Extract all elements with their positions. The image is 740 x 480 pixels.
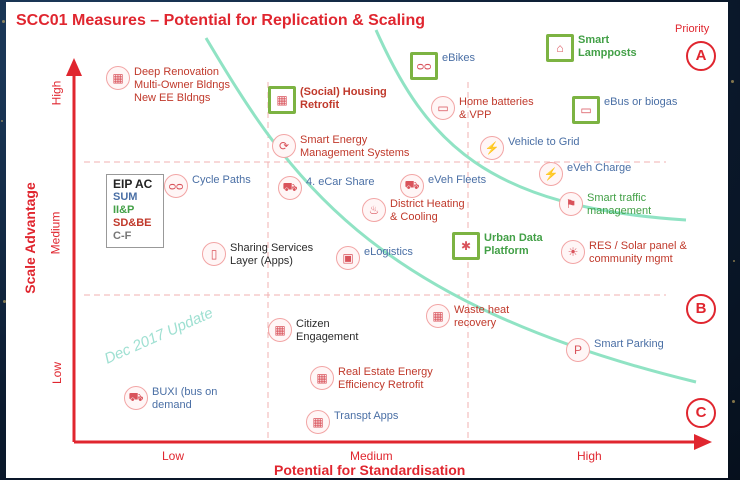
measure-item: ⚡ eVeh Charge: [539, 162, 631, 186]
priority-curve-a: [374, 29, 687, 222]
y-tick-medium: Medium: [48, 211, 63, 255]
buxi-icon: ⛟: [124, 386, 148, 410]
housing-icon: ▦: [268, 86, 296, 114]
measure-item: ⛟ eVeh Fleets: [400, 174, 486, 198]
lamppost-icon: ⌂: [546, 34, 574, 62]
measure-item: ⌂Smart Lampposts: [546, 34, 637, 62]
measure-label: Smart Energy Management Systems: [300, 134, 410, 159]
district-heating-icon: ♨: [362, 198, 386, 222]
measure-item: ▭ eBus or biogas: [572, 96, 677, 124]
car-share-icon: ⛟: [278, 176, 302, 200]
measure-label: Smart traffic management: [587, 192, 652, 217]
bus-icon: ▭: [572, 96, 600, 124]
apps-icon: ▯: [202, 242, 226, 266]
measure-label: Smart Lampposts: [578, 34, 637, 59]
measure-item: ▦Waste heat recovery: [426, 304, 509, 330]
measure-item: ⚑Smart traffic management: [559, 192, 651, 218]
traffic-icon: ⚑: [559, 192, 583, 216]
battery-icon: ▭: [431, 96, 455, 120]
legend-entry: II&P: [113, 204, 135, 216]
y-tick-low: Low: [50, 361, 65, 385]
measure-label: Urban Data Platform: [484, 232, 543, 257]
measure-item: ▭Home batteries & VPP: [431, 96, 534, 122]
legend-entry: SUM: [113, 191, 138, 203]
measure-item: ⛟ 4. eCar Share: [278, 176, 374, 200]
legend-entry: SD&BE: [113, 217, 152, 229]
measure-label: District Heating & Cooling: [390, 198, 465, 223]
measure-item: ⚡ Vehicle to Grid: [480, 136, 580, 160]
measure-label: Home batteries & VPP: [459, 96, 534, 121]
bike-icon: ᴑᴑ: [410, 52, 438, 80]
parking-icon: P: [566, 338, 590, 362]
cycle-path-icon: ᴑᴑ: [164, 174, 188, 198]
measure-label: Citizen Engagement: [296, 318, 359, 343]
y-tick-high: High: [49, 80, 64, 106]
energy-management-icon: ⟳: [272, 134, 296, 158]
x-axis-arrow: [694, 434, 712, 450]
measure-label: Smart Parking: [594, 338, 664, 350]
measure-label: (Social) Housing Retrofit: [300, 86, 387, 111]
measure-label: eVeh Charge: [567, 162, 632, 174]
measure-label: 4. eCar Share: [306, 176, 375, 188]
data-platform-icon: ✱: [452, 232, 480, 260]
measure-label: Sharing Services Layer (Apps): [230, 242, 314, 267]
measure-item: ᴑᴑ eBikes: [410, 52, 475, 80]
measure-label: RES / Solar panel & community mgmt: [589, 240, 687, 265]
x-tick-low: Low: [162, 449, 185, 463]
citizen-icon: ▦: [268, 318, 292, 342]
measure-item: ☀RES / Solar panel & community mgmt: [561, 240, 687, 266]
measure-item: ▦(Social) Housing Retrofit: [268, 86, 387, 114]
x-tick-high: High: [577, 449, 602, 463]
priority-c-badge: C: [686, 398, 716, 428]
measure-label: Real Estate Energy Efficiency Retrofit: [338, 366, 433, 391]
measure-label: Waste heat recovery: [454, 304, 510, 329]
measure-label: Deep Renovation Multi-Owner Bldngs New E…: [134, 66, 230, 104]
x-tick-medium: Medium: [350, 449, 393, 463]
waste-heat-icon: ▦: [426, 304, 450, 328]
slide-title: SCC01 Measures – Potential for Replicati…: [16, 12, 425, 29]
measure-label: Cycle Paths: [192, 174, 251, 186]
priority-a-badge: A: [686, 41, 716, 71]
measure-item: ᴑᴑ Cycle Paths: [164, 174, 251, 198]
measure-item: ▯Sharing Services Layer (Apps): [202, 242, 313, 268]
measure-item: ▦Citizen Engagement: [268, 318, 358, 344]
x-axis-title: Potential for Standardisation: [274, 462, 466, 478]
measure-item: ▦Real Estate Energy Efficiency Retrofit: [310, 366, 433, 392]
measure-item: ▦Deep Renovation Multi-Owner Bldngs New …: [106, 66, 230, 105]
legend-title: EIP AC: [113, 177, 153, 191]
measure-item: ▣ eLogistics: [336, 246, 413, 270]
measure-label: BUXI (bus on demand: [152, 386, 218, 411]
legend-entry: C-F: [113, 230, 132, 242]
real-estate-icon: ▦: [310, 366, 334, 390]
slide-card: SCC01 Measures – Potential for Replicati…: [6, 2, 728, 478]
fleet-icon: ⛟: [400, 174, 424, 198]
transport-apps-icon: ▦: [306, 410, 330, 434]
charge-icon: ⚡: [539, 162, 563, 186]
vehicle-grid-icon: ⚡: [480, 136, 504, 160]
measure-item: ⟳Smart Energy Management Systems: [272, 134, 409, 160]
solar-icon: ☀: [561, 240, 585, 264]
y-axis-arrow: [66, 58, 82, 76]
priority-label: Priority: [675, 23, 710, 35]
building-icon: ▦: [106, 66, 130, 90]
measure-label: eLogistics: [364, 246, 413, 258]
priority-b-badge: B: [686, 294, 716, 324]
measure-item: ♨District Heating & Cooling: [362, 198, 465, 224]
measure-item: ▦ Transpt Apps: [306, 410, 398, 434]
measure-label: Transpt Apps: [334, 410, 399, 422]
measure-item: P Smart Parking: [566, 338, 664, 362]
measure-label: eBikes: [442, 52, 476, 64]
measure-item: ⛟BUXI (bus on demand: [124, 386, 217, 412]
logistics-icon: ▣: [336, 246, 360, 270]
measure-label: Vehicle to Grid: [508, 136, 580, 148]
y-axis-title: Scale Advantage: [21, 182, 38, 294]
measure-label: eBus or biogas: [604, 96, 678, 108]
measure-label: eVeh Fleets: [428, 174, 487, 186]
measure-item: ✱Urban Data Platform: [452, 232, 543, 260]
